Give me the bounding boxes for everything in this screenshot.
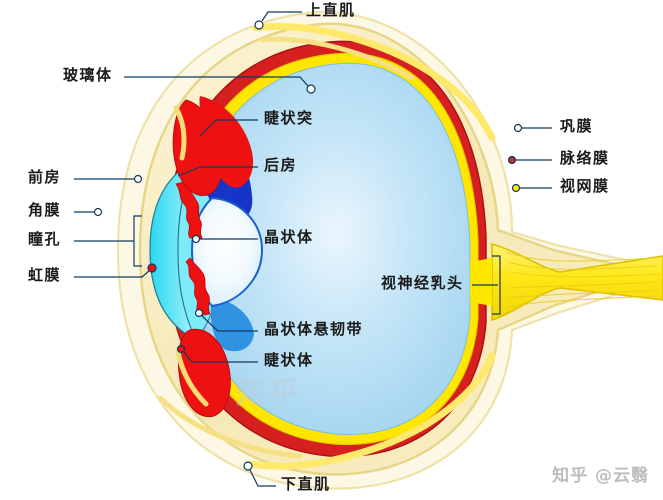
optic-disc-region xyxy=(470,258,492,306)
label-superior-rectus: 上直肌 xyxy=(306,1,356,19)
label-optic-disc: 视神经乳头 xyxy=(381,274,464,292)
label-iris: 虹膜 xyxy=(28,266,62,284)
marker-choroid xyxy=(507,155,517,165)
label-cornea: 角膜 xyxy=(28,201,62,219)
optic-nerve-region xyxy=(491,242,663,322)
leader-posterior-chamber xyxy=(177,166,258,177)
watermark-center: 知乎 xyxy=(236,376,302,411)
marker-lens xyxy=(191,234,201,244)
leader-lines-group xyxy=(74,11,552,487)
marker-retina xyxy=(511,183,521,193)
leader-ciliary-body xyxy=(183,351,258,363)
ciliary-process-region xyxy=(199,96,254,188)
label-zonule: 晶状体悬韧带 xyxy=(264,320,364,338)
label-ciliary-body: 睫状体 xyxy=(264,351,314,369)
label-inferior-rectus: 下直肌 xyxy=(281,475,331,493)
marker-vitreous-body xyxy=(306,84,316,94)
marker-pupil-bracket xyxy=(133,215,142,267)
marker-zonule xyxy=(194,308,204,318)
label-vitreous-body: 玻璃体 xyxy=(63,66,113,84)
label-pupil: 瞳孔 xyxy=(28,230,62,248)
leader-vitreous-body xyxy=(124,76,309,87)
marker-iris xyxy=(147,263,157,273)
label-posterior-chamber: 后房 xyxy=(264,156,298,174)
marker-ciliary-body xyxy=(176,344,186,354)
iris-region xyxy=(175,181,211,317)
leader-ciliary-process xyxy=(199,119,258,137)
marker-optic-disc-bracket xyxy=(492,255,501,315)
marker-superior-rectus xyxy=(254,20,264,30)
inferior-rectus-muscle xyxy=(157,349,496,470)
label-retina: 视网膜 xyxy=(560,177,610,195)
leader-superior-rectus xyxy=(261,11,302,22)
label-choroid: 脉络膜 xyxy=(560,149,610,167)
label-lens: 晶状体 xyxy=(264,228,314,246)
watermark-corner: 知乎 @云翳 xyxy=(552,466,649,486)
leader-inferior-rectus xyxy=(249,469,276,487)
marker-sclera xyxy=(513,123,523,133)
marker-anterior-chamber xyxy=(133,174,143,184)
label-sclera: 巩膜 xyxy=(560,117,594,135)
leader-iris xyxy=(74,269,151,278)
leader-zonule xyxy=(201,315,258,332)
marker-inferior-rectus xyxy=(243,461,253,471)
superior-rectus-muscle xyxy=(173,23,496,161)
label-anterior-chamber: 前房 xyxy=(28,168,62,186)
label-ciliary-process: 睫状突 xyxy=(264,109,314,127)
marker-cornea xyxy=(93,207,103,217)
